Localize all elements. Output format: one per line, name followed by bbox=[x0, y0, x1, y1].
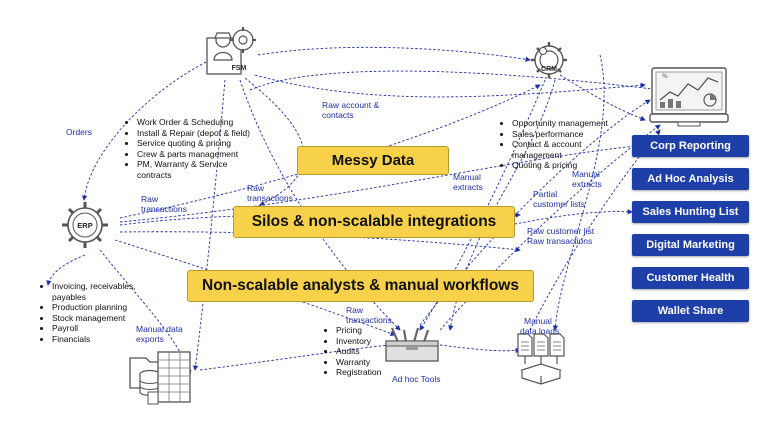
sales-hunting-list-button[interactable]: Sales Hunting List bbox=[632, 201, 749, 223]
analysts-banner: Non-scalable analysts & manual workflows bbox=[187, 270, 534, 302]
list-item: Payroll bbox=[52, 323, 162, 334]
erp-icon bbox=[62, 202, 108, 248]
erp-node: ERP bbox=[60, 200, 110, 250]
toolbox-node bbox=[384, 326, 440, 364]
manual-exports-label-1: Manual data bbox=[136, 324, 183, 334]
manual-extracts-label-1b: extracts bbox=[453, 182, 483, 192]
ad-hoc-analysis-button[interactable]: Ad Hoc Analysis bbox=[632, 168, 749, 190]
customer-health-button[interactable]: Customer Health bbox=[632, 267, 749, 289]
raw-transactions-bottom-label-1: Raw bbox=[346, 305, 364, 315]
raw-transactions-fsm-label-1: Raw bbox=[247, 183, 265, 193]
list-item: Stock management bbox=[52, 313, 162, 324]
svg-text:%: % bbox=[662, 73, 668, 80]
flow-line bbox=[257, 46, 531, 62]
list-item: Crew & parts management bbox=[137, 149, 287, 160]
list-item: Install & Repair (depot & field) bbox=[137, 128, 287, 139]
manual-extracts-label-2b: extracts bbox=[572, 179, 602, 189]
flow-line bbox=[439, 344, 521, 354]
partial-customer-label-2: customer lists bbox=[533, 199, 585, 209]
wallet-share-button[interactable]: Wallet Share bbox=[632, 300, 749, 322]
toolbox-icon bbox=[385, 327, 439, 362]
fsm-node: FSM bbox=[203, 24, 259, 78]
flow-line bbox=[419, 79, 546, 331]
raw-transactions-erp-label-2: transactions bbox=[141, 204, 187, 214]
data-load-icon bbox=[517, 333, 565, 385]
flow-line bbox=[552, 54, 605, 331]
fsm-label: FSM bbox=[231, 65, 247, 72]
manual-loads-label-2: data loads bbox=[520, 326, 560, 336]
crm-capabilities-list: Opportunity management Sales performance… bbox=[498, 118, 632, 171]
raw-transactions-erp-label-1: Raw bbox=[141, 194, 159, 204]
flow-line bbox=[46, 254, 86, 286]
list-item: PM, Warranty & Service contracts bbox=[137, 159, 255, 180]
list-item: Quoting & pricing bbox=[512, 160, 632, 171]
list-item: Audits bbox=[336, 346, 416, 357]
partial-customer-label-1: Partial bbox=[533, 189, 558, 199]
manual-loads-label-1: Manual bbox=[524, 316, 552, 326]
manual-exports-label-2: exports bbox=[136, 334, 164, 344]
raw-customer-label-2: Raw transactions bbox=[527, 236, 593, 246]
flow-line bbox=[559, 74, 646, 121]
list-item: Production planning bbox=[52, 302, 162, 313]
crm-icon bbox=[531, 42, 567, 78]
list-item: Pricing bbox=[336, 325, 416, 336]
list-item: Financials bbox=[52, 334, 162, 345]
dashboard-node: % bbox=[648, 64, 730, 130]
list-item: Inventory bbox=[336, 336, 416, 347]
raw-customer-label-1: Raw customer list bbox=[527, 226, 595, 236]
list-item: Work Order & Scheduling bbox=[137, 117, 287, 128]
list-item: Contact & account management bbox=[512, 139, 597, 160]
flow-line bbox=[249, 70, 661, 93]
raw-transactions-fsm-label-2: transactions bbox=[247, 193, 293, 203]
corp-reporting-button[interactable]: Corp Reporting bbox=[632, 135, 749, 157]
messy-data-banner: Messy Data bbox=[297, 146, 449, 175]
raw-account-label-2: contacts bbox=[322, 110, 354, 120]
flow-line bbox=[81, 59, 211, 201]
silos-banner: Silos & non-scalable integrations bbox=[233, 206, 515, 238]
flow-line bbox=[199, 342, 391, 371]
crm-label: CRM bbox=[541, 66, 557, 73]
list-item: Service quoting & pricing bbox=[137, 138, 287, 149]
flow-line bbox=[509, 209, 633, 226]
fsm-capabilities-list: Work Order & Scheduling Install & Repair… bbox=[123, 117, 287, 180]
manual-extracts-label-1a: Manual bbox=[453, 172, 481, 182]
erp-capabilities-list: Invoicing, receivables, payables Product… bbox=[38, 281, 162, 344]
list-item: Warranty bbox=[336, 357, 416, 368]
spreadsheet-icon bbox=[129, 351, 191, 405]
raw-account-label-1: Raw account & bbox=[322, 100, 380, 110]
list-item: Invoicing, receivables, payables bbox=[52, 281, 147, 302]
crm-node: CRM bbox=[529, 40, 569, 80]
erp-label: ERP bbox=[77, 221, 93, 230]
dashboard-icon: % bbox=[649, 67, 729, 127]
manual-extracts-label-2a: Manual bbox=[572, 169, 600, 179]
orders-label: Orders bbox=[66, 127, 92, 137]
fsm-icon bbox=[206, 27, 256, 75]
data-load-node bbox=[516, 330, 568, 388]
flow-line bbox=[119, 142, 646, 223]
adhoc-capabilities-list: Pricing Inventory Audits Warranty Regist… bbox=[322, 325, 416, 378]
spreadsheet-node bbox=[128, 344, 194, 406]
list-item: Sales performance bbox=[512, 129, 632, 140]
list-item: Opportunity management bbox=[512, 118, 632, 129]
digital-marketing-button[interactable]: Digital Marketing bbox=[632, 234, 749, 256]
flow-line bbox=[114, 239, 396, 336]
flow-line bbox=[254, 74, 646, 98]
raw-transactions-bottom-label-2: transactions bbox=[346, 315, 392, 325]
list-item: Registration bbox=[336, 367, 416, 378]
flow-line bbox=[239, 79, 401, 331]
adhoc-tools-label: Ad hoc Tools bbox=[392, 374, 441, 384]
